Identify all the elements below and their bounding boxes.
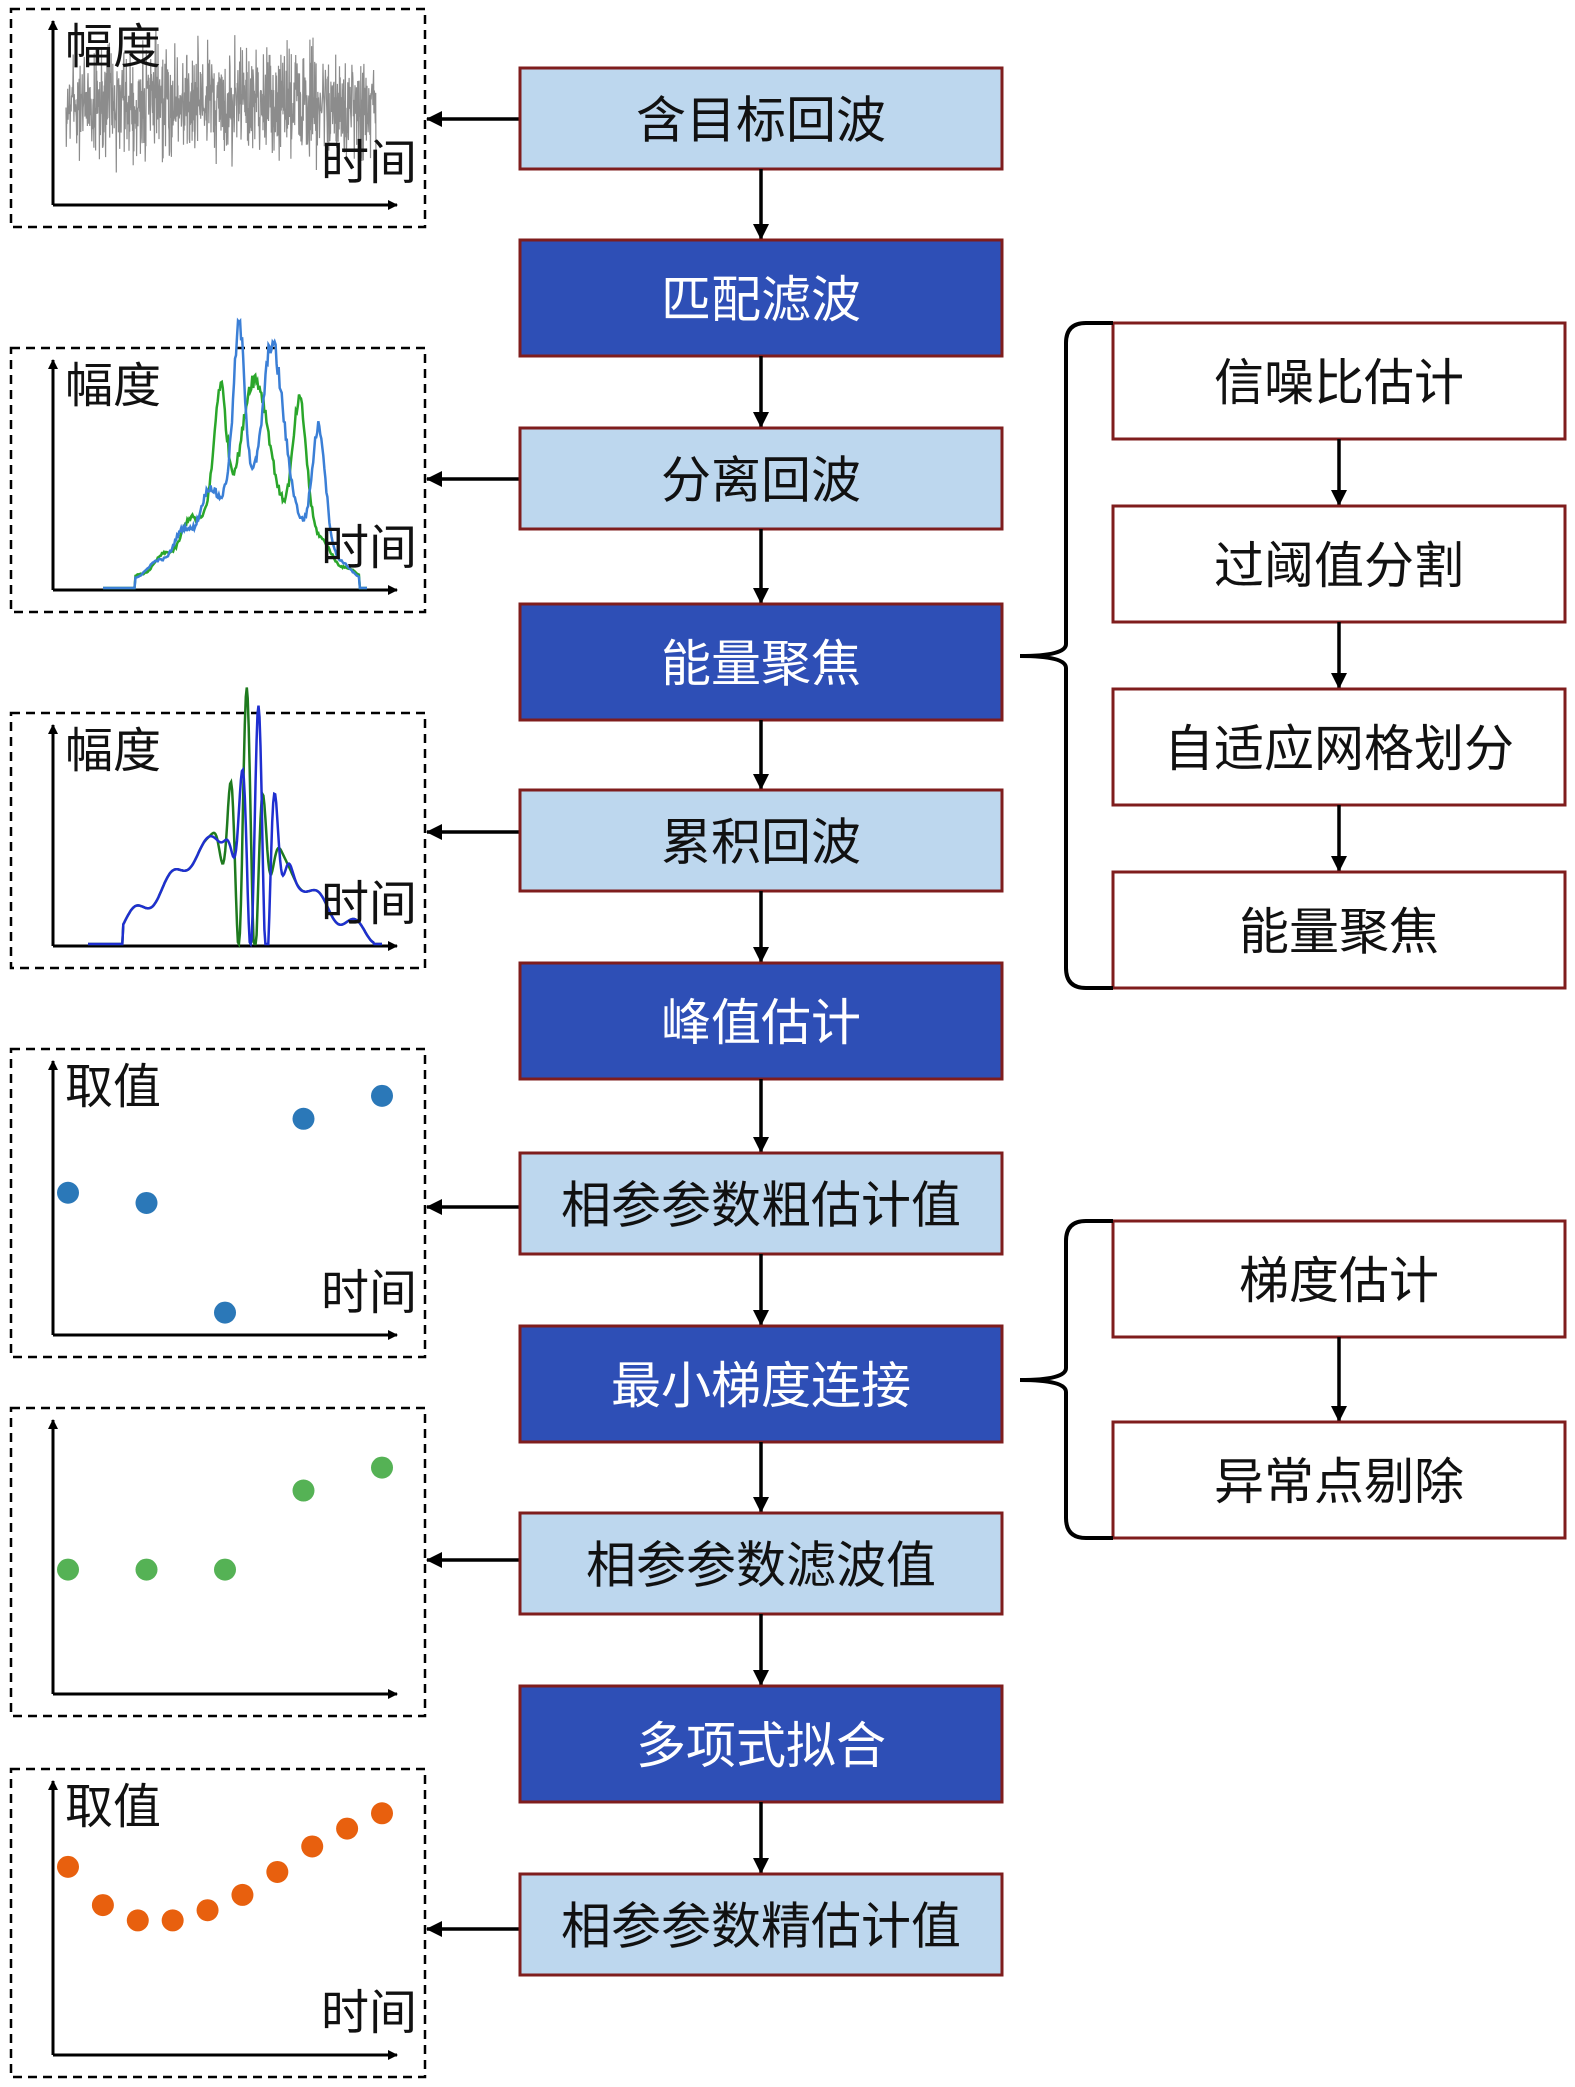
scatter-point (126, 1909, 149, 1932)
flow-step-box (518, 1684, 1004, 1804)
flow-step-box (518, 1324, 1004, 1444)
plot-p5 (9, 1406, 427, 1718)
scatter-point (57, 1558, 79, 1581)
flow-step-s8: 最小梯度连接 (518, 1324, 1004, 1444)
noise-trace (65, 28, 377, 173)
scatter-point (135, 1558, 158, 1581)
flow-step-box (518, 1151, 1004, 1256)
scatter-point (371, 1084, 393, 1107)
plot-ylabel: 幅度 (65, 358, 161, 414)
flow-step-label: 相参参数粗估计值 (561, 1177, 961, 1235)
plot-frame (9, 1767, 427, 2079)
flow-step-label: 分离回波 (661, 452, 861, 510)
flow-step-label: 能量聚焦 (661, 635, 861, 693)
detail-label: 自适应网格划分 (1164, 720, 1514, 778)
plot-xlabel: 时间 (321, 1265, 417, 1321)
flow-step-label: 累积回波 (661, 814, 861, 872)
flow-step-box (518, 66, 1004, 171)
flow-step-label: 相参参数滤波值 (586, 1537, 936, 1595)
flow-step-label: 匹配滤波 (661, 271, 861, 329)
detail-box (1111, 1420, 1567, 1540)
scatter-point (292, 1479, 315, 1502)
scatter-point (371, 1456, 393, 1479)
flow-step-box (518, 961, 1004, 1081)
curly-brace (1019, 1219, 1113, 1540)
flow-step-s7: 相参参数粗估计值 (518, 1151, 1004, 1256)
peak-trace-blue (88, 705, 382, 948)
flow-step-box (518, 238, 1004, 358)
scatter-point (91, 1894, 114, 1917)
plot-xlabel: 时间 (321, 135, 417, 191)
detail-box (1111, 1219, 1567, 1339)
flow-step-box (518, 788, 1004, 893)
flow-step-s2: 匹配滤波 (518, 238, 1004, 358)
plot-ylabel: 取值 (65, 1779, 161, 1835)
echo-trace-green (103, 372, 367, 590)
flow-step-label: 峰值估计 (661, 994, 861, 1052)
detail-label: 信噪比估计 (1214, 354, 1464, 412)
flow-step-s3: 分离回波 (518, 426, 1004, 531)
scatter-point (214, 1301, 236, 1324)
scatter-point (196, 1899, 219, 1922)
scatter-point (301, 1835, 324, 1858)
plot-ylabel: 幅度 (65, 723, 161, 779)
flow-step-s10: 多项式拟合 (518, 1684, 1004, 1804)
flow-step-box (518, 1872, 1004, 1977)
detail-box (1111, 321, 1567, 441)
plot-xlabel: 时间 (321, 876, 417, 932)
scatter-point (214, 1558, 236, 1581)
scatter-point (266, 1860, 289, 1883)
scatter-point (371, 1802, 393, 1825)
scatter-point (57, 1181, 79, 1204)
scatter-point (135, 1191, 158, 1214)
flow-step-label: 多项式拟合 (636, 1717, 886, 1775)
flow-step-s5: 累积回波 (518, 788, 1004, 893)
curly-brace (1019, 321, 1113, 990)
echo-trace-blue (103, 317, 367, 590)
flow-step-s6: 峰值估计 (518, 961, 1004, 1081)
plot-xlabel: 时间 (321, 1985, 417, 2041)
detail-label: 能量聚焦 (1239, 903, 1439, 961)
scatter-point (336, 1817, 359, 1840)
flow-step-box (518, 426, 1004, 531)
plot-xlabel: 时间 (321, 520, 417, 576)
plot-ylabel: 取值 (65, 1059, 161, 1115)
flow-step-label: 最小梯度连接 (611, 1357, 911, 1415)
flow-step-box (518, 1511, 1004, 1616)
scatter-point (161, 1909, 184, 1932)
flow-step-s1: 含目标回波 (518, 66, 1004, 171)
scatter-point (231, 1883, 254, 1906)
scatter-point (57, 1855, 79, 1878)
detail-box (1111, 687, 1567, 807)
flow-step-label: 相参参数精估计值 (561, 1898, 961, 1956)
flow-step-s11: 相参参数精估计值 (518, 1872, 1004, 1977)
detail-label: 梯度估计 (1239, 1252, 1439, 1310)
plot-ylabel: 幅度 (65, 19, 161, 75)
detail-label: 过阈值分割 (1214, 537, 1464, 595)
detail-box (1111, 504, 1567, 624)
flow-step-s9: 相参参数滤波值 (518, 1511, 1004, 1616)
flow-step-s4: 能量聚焦 (518, 602, 1004, 722)
scatter-point (292, 1107, 315, 1130)
detail-box (1111, 870, 1567, 990)
flow-step-label: 含目标回波 (636, 92, 886, 150)
detail-label: 异常点剔除 (1214, 1453, 1464, 1511)
